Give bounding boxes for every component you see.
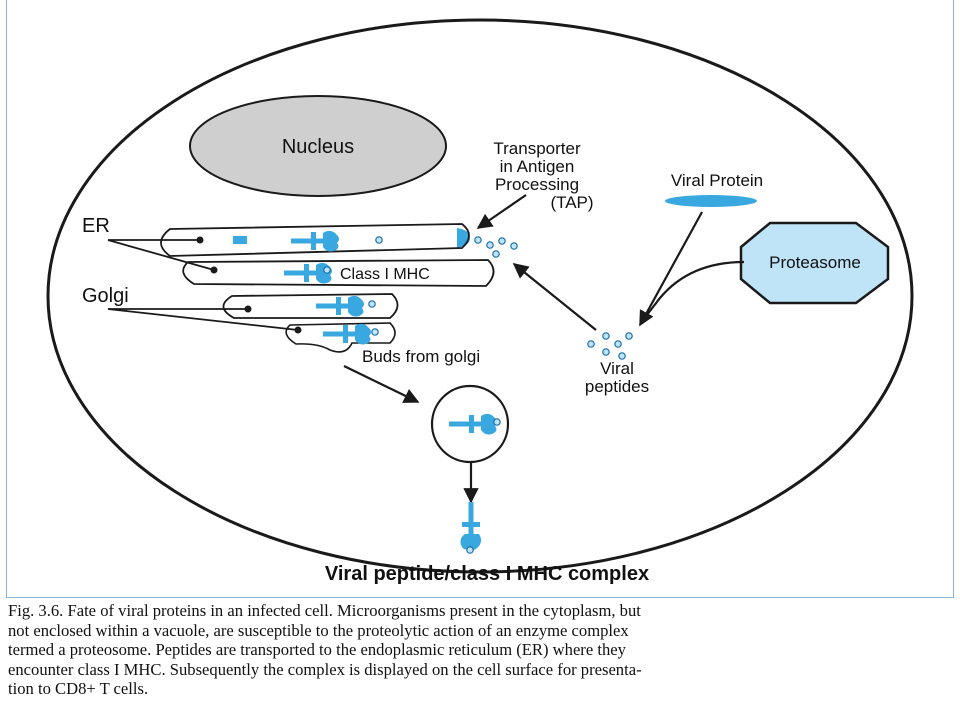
tap-arrow [476, 194, 527, 229]
cell-membrane [46, 18, 914, 574]
caption-line: not enclosed within a vacuole, are susce… [8, 620, 629, 640]
er-label: ER [82, 215, 110, 237]
buds-arrow [343, 365, 420, 403]
figure-caption: Fig. 3.6. Fate of viral proteins in an i… [8, 601, 958, 699]
golgi-cisterna-2 [285, 322, 396, 353]
golgi-label: Golgi [82, 285, 129, 307]
transport-vesicle [430, 384, 510, 464]
viral-peptides-cluster [587, 332, 633, 360]
svg-text:Processing: Processing [495, 175, 579, 194]
er-cisterna-1 [160, 223, 470, 257]
er-cisterna-2: Class I MHC [182, 259, 495, 287]
viral-protein-label: Viral Protein [671, 171, 763, 190]
class-i-mhc-label: Class I MHC [340, 266, 430, 283]
svg-text:Transporter: Transporter [493, 139, 581, 158]
proteasome: Proteasome [739, 221, 890, 305]
cell-diagram: Nucleus Transporter in Antigen Processin… [46, 18, 914, 585]
diagram-title: Viral peptide/class I MHC complex [325, 563, 649, 585]
svg-text:(TAP): (TAP) [550, 193, 593, 212]
peptides-to-tap-arrow [512, 263, 597, 331]
viral-protein-arrow [639, 211, 703, 327]
proteasome-arrow [639, 260, 745, 325]
nucleus-label: Nucleus [282, 136, 354, 158]
surface-mhc-complex [460, 502, 482, 550]
buds-from-golgi-label: Buds from golgi [362, 347, 480, 366]
figure-frame [6, 0, 954, 598]
viral-protein-shape [665, 195, 757, 207]
golgi-cisterna-1 [222, 293, 399, 319]
viral-peptides-label-1: Viral [600, 359, 634, 378]
caption-line: encounter class I MHC. Subsequently the … [8, 659, 642, 679]
caption-line: termed a proteosome. Peptides are transp… [8, 640, 626, 660]
svg-text:in Antigen: in Antigen [500, 157, 575, 176]
viral-peptides-label-2: peptides [585, 377, 649, 396]
nucleus: Nucleus [189, 95, 447, 197]
caption-line: Fig. 3.6. Fate of viral proteins in an i… [8, 601, 641, 620]
caption-line: tion to CD8+ T cells. [8, 679, 149, 699]
tap-label: Transporter in Antigen Processing (TAP) [493, 139, 593, 212]
proteasome-label: Proteasome [769, 253, 861, 272]
